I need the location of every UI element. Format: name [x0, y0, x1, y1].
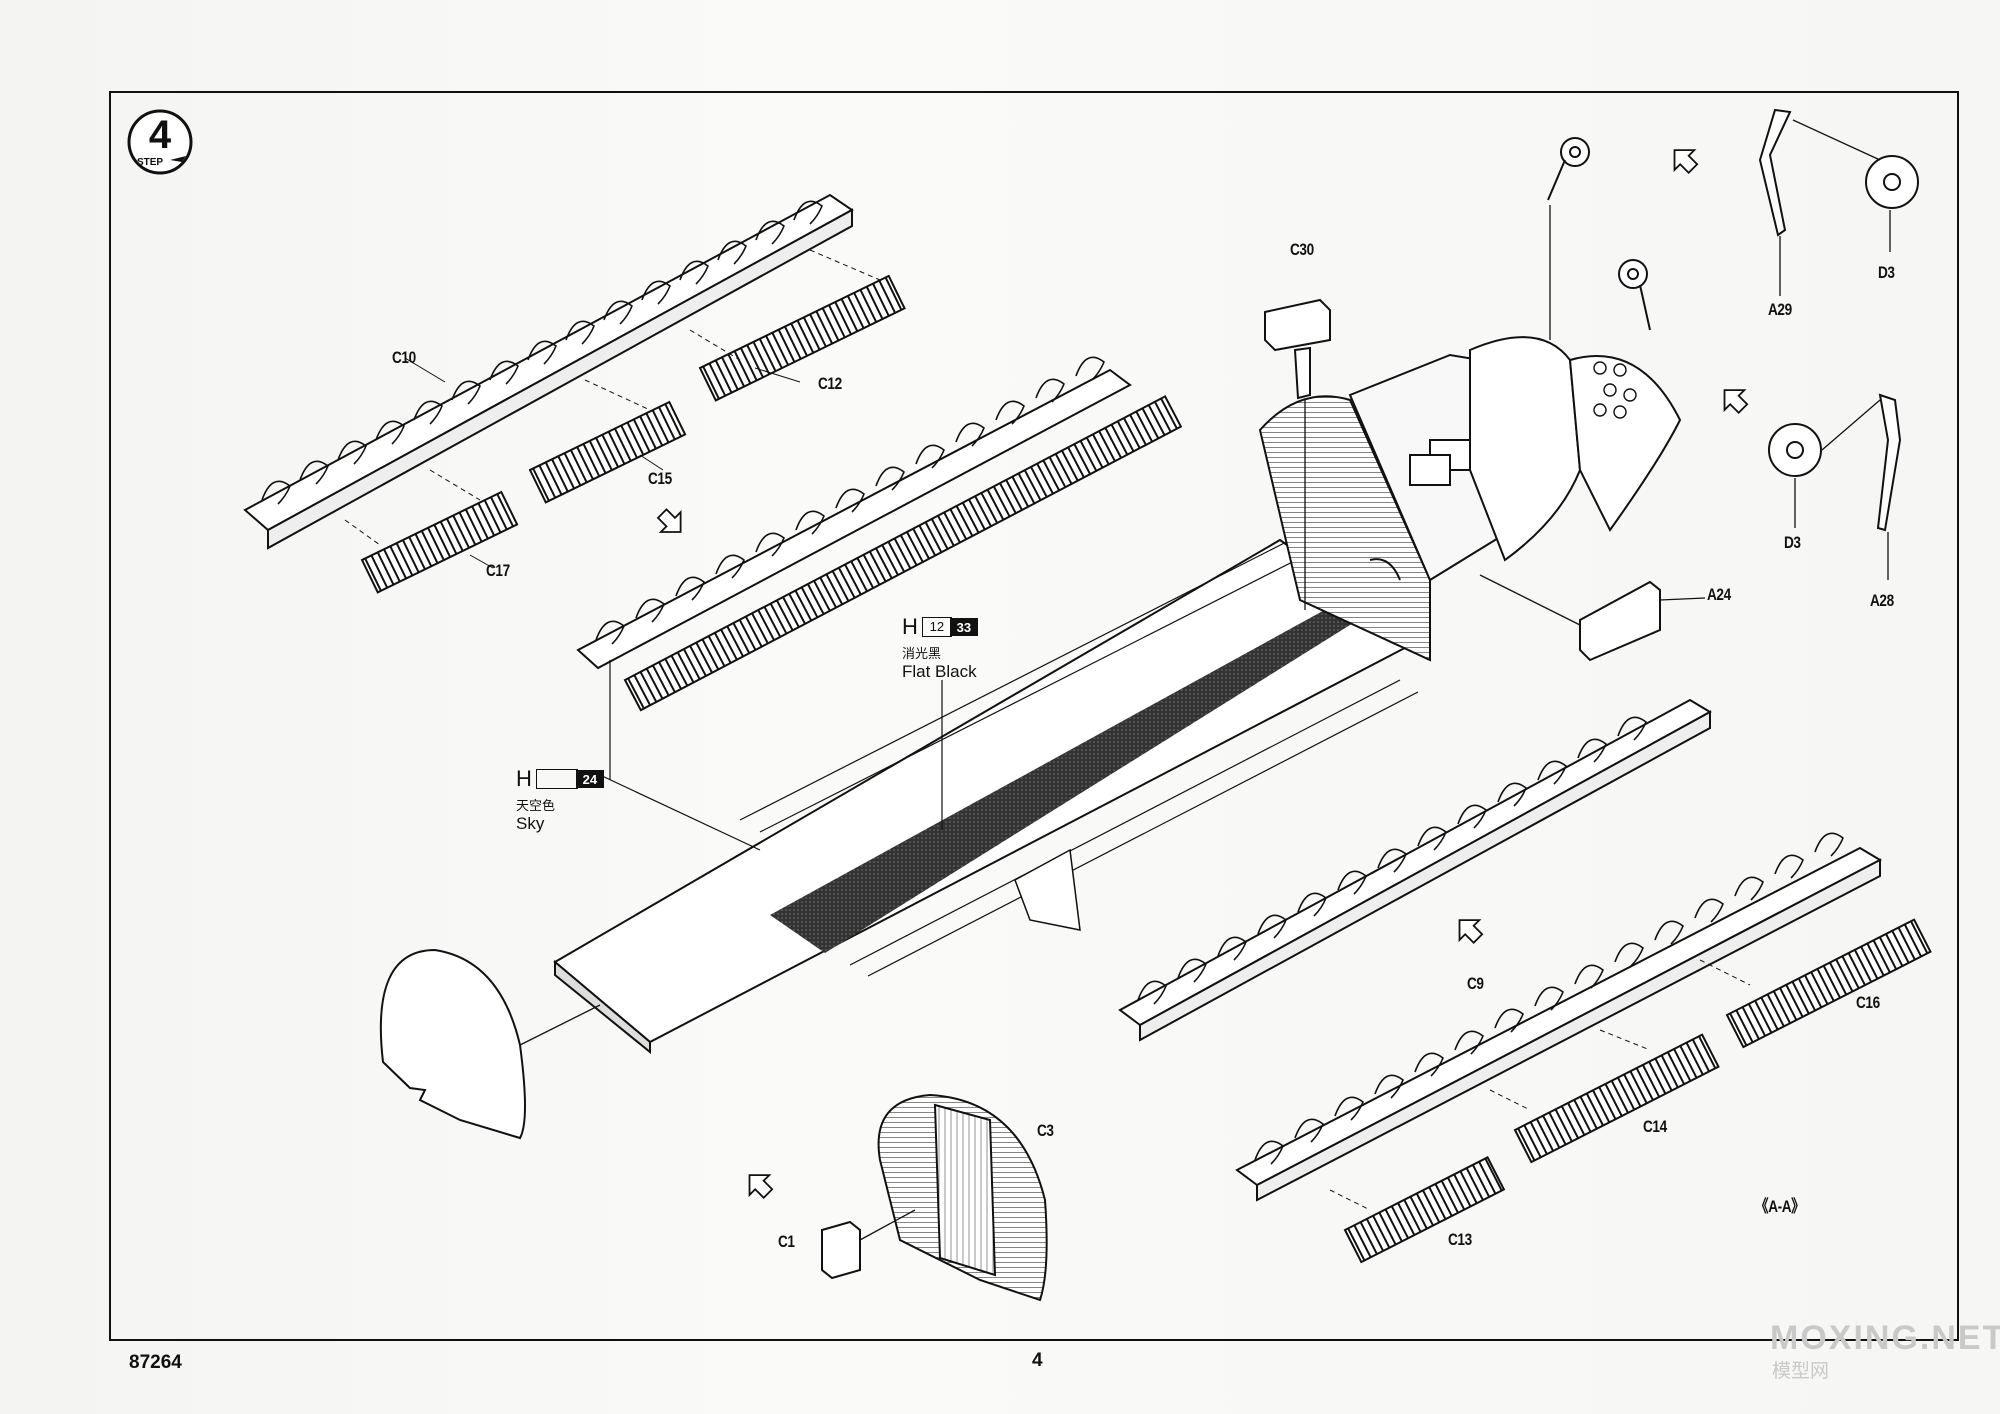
panel-c15: [528, 400, 687, 504]
label-c1: C1: [778, 1232, 795, 1251]
paint-name-en: Flat Black: [902, 662, 977, 681]
panel-c13: [1343, 1156, 1506, 1264]
label-c9: C9: [1467, 974, 1484, 993]
label-c14: C14: [1643, 1117, 1667, 1136]
step-badge: 4 STEP: [127, 109, 193, 175]
step-number: 4: [149, 113, 172, 157]
fuselage-section: [1258, 336, 1682, 662]
label-c10: C10: [392, 348, 416, 367]
label-d3-bottom: D3: [1784, 533, 1801, 552]
paint-code-black: 33: [949, 618, 978, 636]
paint-name-cn: 消光黑: [902, 646, 942, 661]
paint-brand-letter: H: [902, 614, 918, 639]
yoke-parts: [1547, 108, 1919, 532]
watermark: MOXING.NET: [1770, 1319, 2000, 1357]
kit-number: 87264: [129, 1352, 182, 1373]
panel-c17: [360, 490, 519, 594]
label-a29: A29: [1768, 300, 1792, 319]
step-frame: [109, 91, 1959, 1341]
panel-c14: [1513, 1033, 1720, 1164]
paint-code-white: 12: [921, 617, 952, 637]
panel-c16: [1725, 918, 1932, 1049]
seat-rail-middle: [576, 356, 1183, 712]
label-c15: C15: [648, 469, 672, 488]
paint-callout-sky: H 24 天空色 Sky: [516, 766, 604, 834]
paint-brand-letter: H: [516, 766, 532, 791]
label-c13: C13: [1448, 1230, 1472, 1249]
label-c3: C3: [1037, 1121, 1054, 1140]
part-a24: [1479, 574, 1706, 662]
section-label: 《A-A》: [1755, 1197, 1805, 1216]
page-number: 4: [1032, 1350, 1043, 1371]
watermark-cn: 模型网: [1772, 1361, 1830, 1382]
cabin-floor: [553, 534, 1422, 1055]
step-word: STEP: [137, 157, 163, 168]
panel-c12: [698, 274, 906, 402]
label-c17: C17: [486, 561, 510, 580]
bulkhead-c3: [877, 1093, 1048, 1302]
bulkhead-rear: [379, 948, 601, 1140]
label-c30: C30: [1290, 240, 1314, 259]
paint-name-cn: 天空色: [516, 798, 556, 813]
label-c16: C16: [1856, 993, 1880, 1012]
label-a24: A24: [1707, 585, 1731, 604]
part-c30: [1264, 298, 1331, 610]
part-c1: [821, 1209, 916, 1280]
label-c12: C12: [818, 374, 842, 393]
paint-code-black: 24: [575, 770, 604, 788]
label-d3-top: D3: [1878, 263, 1895, 282]
direction-arrows: [656, 149, 1749, 1200]
seat-rail-c10: [243, 193, 854, 550]
seat-rail-c9: [1235, 832, 1883, 1202]
paint-code-white: [535, 769, 578, 789]
seat-rail-right-upper: [1118, 698, 1713, 1042]
paint-name-en: Sky: [516, 814, 545, 833]
label-a28: A28: [1870, 591, 1894, 610]
